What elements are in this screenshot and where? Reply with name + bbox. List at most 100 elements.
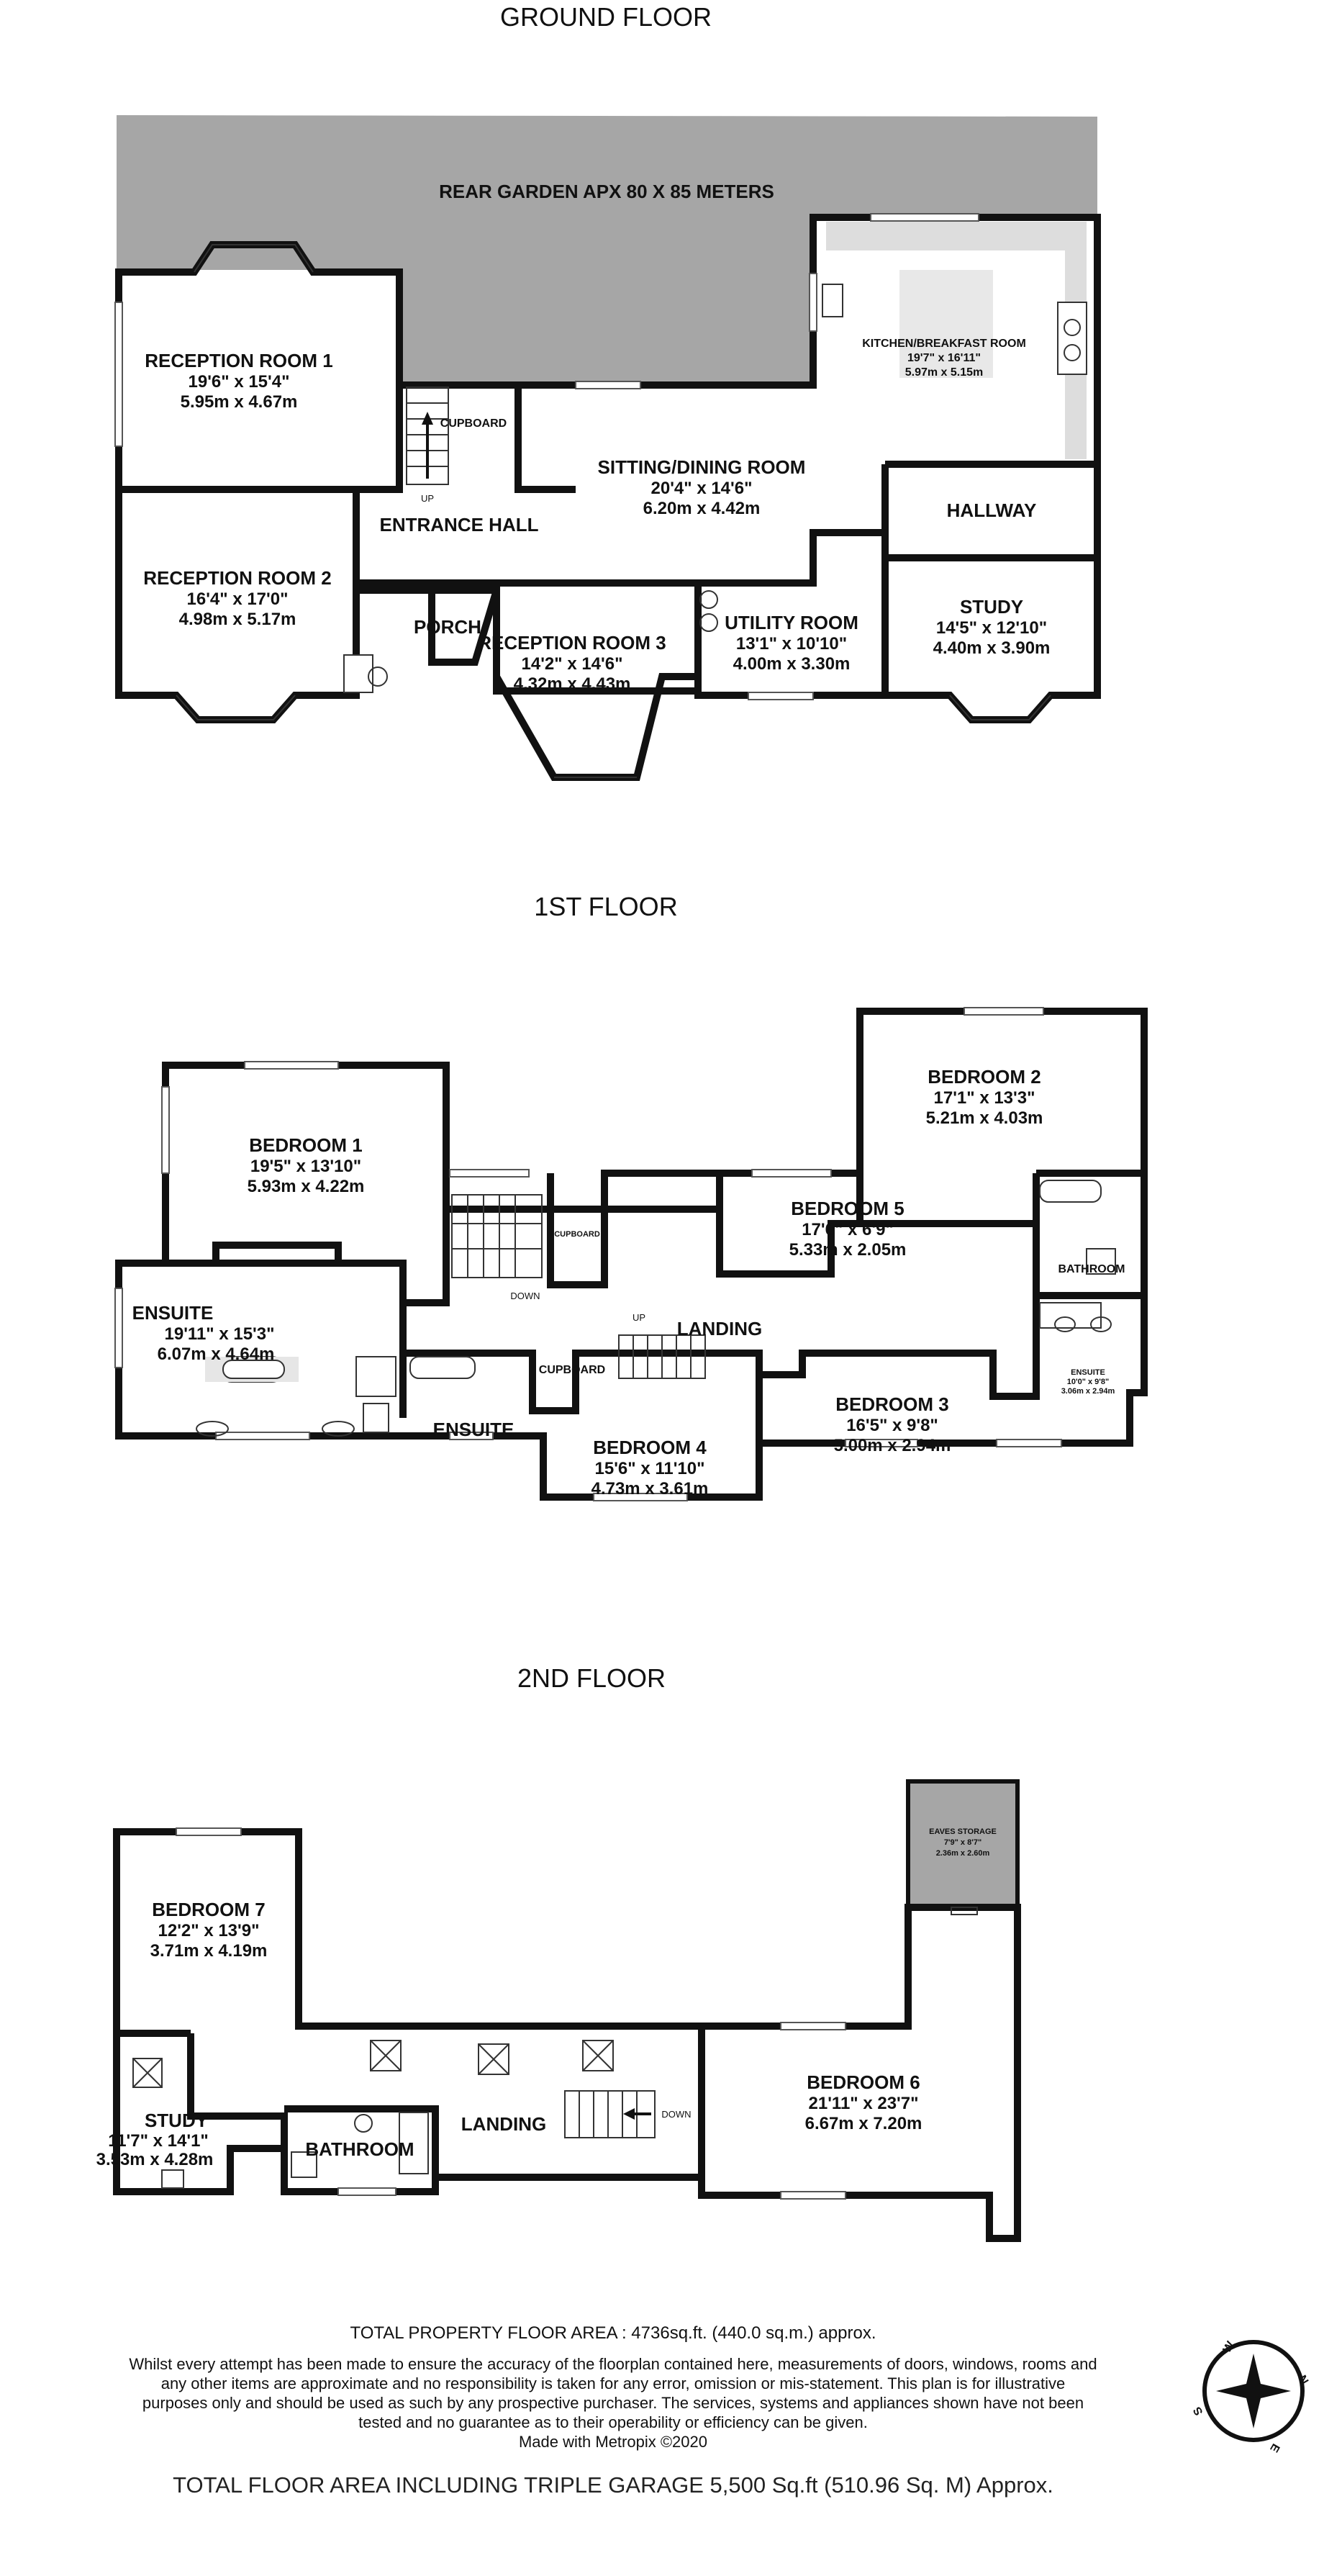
bay-window — [194, 244, 314, 273]
room-metric: 4.73m x 3.61m — [591, 1479, 709, 1499]
bay-window — [176, 695, 296, 720]
window — [449, 1432, 494, 1440]
room-imperial: 17'6" x 6'9" — [802, 1220, 894, 1239]
bathtub-icon — [409, 1356, 476, 1379]
ground-floor-interior-wall — [399, 587, 497, 662]
room-name: ENSUITE — [1071, 1368, 1105, 1377]
disclaimer-line: any other items are approximate and no r… — [161, 2374, 1066, 2392]
room-name: STUDY — [960, 596, 1023, 618]
stairs-up-label: UP — [421, 493, 434, 504]
room-name: BEDROOM 7 — [152, 1899, 265, 1920]
basin-icon — [1090, 1316, 1112, 1332]
toilet-icon — [363, 1403, 389, 1433]
basin-icon — [368, 666, 388, 687]
shower-icon — [355, 1356, 396, 1397]
room-imperial: 13'1" x 10'10" — [736, 634, 847, 654]
porch-label: PORCH — [414, 616, 481, 638]
bathtub-icon — [399, 2112, 429, 2174]
room-name: STUDY — [145, 2110, 208, 2131]
room-metric: 3.53m x 4.28m — [96, 2150, 214, 2169]
stairs-down-label: DOWN — [661, 2109, 691, 2120]
skylight-icon — [370, 2040, 402, 2071]
basin-icon — [196, 1421, 229, 1437]
room-name: RECEPTION ROOM 3 — [478, 632, 666, 654]
bathtub-icon — [222, 1360, 285, 1379]
garage-total-text: TOTAL FLOOR AREA INCLUDING TRIPLE GARAGE… — [173, 2472, 1053, 2498]
room-name: BEDROOM 2 — [928, 1066, 1040, 1088]
hatch-icon — [951, 1907, 978, 1915]
room-metric: 5.95m x 4.67m — [181, 392, 298, 412]
window — [809, 273, 817, 332]
sink-icon — [822, 284, 843, 317]
ensuite-label: ENSUITE — [433, 1419, 514, 1440]
boiler-icon — [699, 590, 718, 609]
ground-floor-stairs — [406, 387, 449, 485]
window — [176, 1827, 242, 1836]
ground-floor-interior-wall — [493, 583, 698, 695]
toilet-icon — [1086, 1248, 1116, 1275]
landing-label: LANDING — [677, 1318, 762, 1339]
window — [845, 1439, 918, 1447]
landing-label: LANDING — [461, 2113, 546, 2135]
footer: TOTAL PROPERTY FLOOR AREA : 4736sq.ft. (… — [129, 2323, 1097, 2498]
disclaimer-line: tested and no guarantee as to their oper… — [358, 2413, 868, 2431]
hob-ring-icon — [1064, 319, 1081, 336]
first-floor-interior-wall — [403, 1346, 1040, 1443]
room-name: EAVES STORAGE — [929, 1827, 997, 1836]
compass-south-label: S — [1191, 2404, 1205, 2417]
shower-icon — [1039, 1302, 1102, 1329]
room-name: BEDROOM 3 — [835, 1393, 948, 1415]
second-floor-interior-wall — [117, 1832, 705, 2195]
window — [449, 1169, 530, 1178]
stairs-down-label: DOWN — [510, 1291, 540, 1301]
room-metric: 6.20m x 4.42m — [643, 499, 761, 518]
window — [780, 2022, 846, 2030]
toilet-icon — [291, 2151, 317, 2178]
room-imperial: 19'6" x 15'4" — [189, 372, 290, 392]
room-metric: 4.98m x 5.17m — [179, 610, 296, 629]
room-imperial: 15'6" x 11'10" — [595, 1459, 705, 1478]
window — [780, 2191, 846, 2200]
room-imperial: 16'4" x 17'0" — [187, 589, 289, 609]
bathroom-label: BATHROOM — [1058, 1263, 1125, 1275]
room-metric: 3.71m x 4.19m — [150, 1941, 268, 1961]
room-imperial: 17'1" x 13'3" — [934, 1088, 1035, 1108]
room-imperial: 10'0" x 9'8" — [1067, 1378, 1109, 1386]
room-imperial: 11'7" x 14'1" — [108, 2131, 209, 2151]
room-metric: 4.40m x 3.90m — [933, 638, 1051, 658]
room-imperial: 14'5" x 12'10" — [936, 618, 1047, 638]
room-metric: 2.36m x 2.60m — [936, 1849, 990, 1858]
skylight-icon — [582, 2040, 614, 2071]
room-imperial: 19'5" x 13'10" — [250, 1157, 361, 1176]
toilet-icon — [343, 654, 373, 693]
basin-icon — [1054, 1316, 1076, 1332]
first-floor-title: 1ST FLOOR — [534, 892, 677, 921]
stair-arrow-icon — [422, 412, 433, 425]
room-metric: 5.00m x 2.94m — [834, 1436, 951, 1455]
room-name: SITTING/DINING ROOM — [598, 456, 806, 478]
ground-floor-interior-wall — [881, 461, 1097, 561]
room-metric: 3.06m x 2.94m — [1061, 1387, 1115, 1396]
total-area-text: TOTAL PROPERTY FLOOR AREA : 4736sq.ft. (… — [350, 2323, 876, 2343]
window — [964, 1007, 1044, 1016]
window — [748, 692, 814, 700]
basin-icon — [322, 1421, 355, 1437]
compass-icon: W N E S — [1191, 2339, 1310, 2454]
room-metric: 5.93m x 4.22m — [248, 1177, 365, 1196]
room-imperial: 7'9" x 8'7" — [944, 1838, 981, 1847]
room-name: RECEPTION ROOM 1 — [145, 350, 332, 371]
room-imperial: 19'7" x 16'11" — [907, 352, 981, 364]
room-name: BEDROOM 5 — [791, 1198, 904, 1219]
basin-icon — [354, 2114, 373, 2133]
room-name: UTILITY ROOM — [725, 612, 858, 633]
kitchen-island — [899, 270, 993, 378]
bathroom-label: BATHROOM — [305, 2138, 414, 2160]
room-imperial: 19'11" x 15'3" — [165, 1324, 275, 1344]
room-metric: 5.21m x 4.03m — [926, 1108, 1043, 1128]
eaves-storage-area — [906, 1779, 1020, 1910]
stair-arrow-icon — [623, 2108, 635, 2120]
room-metric: 6.67m x 7.20m — [805, 2114, 922, 2133]
room-name: KITCHEN/BREAKFAST ROOM — [862, 338, 1026, 350]
window — [996, 1439, 1062, 1447]
hob-ring-icon — [1064, 344, 1081, 361]
